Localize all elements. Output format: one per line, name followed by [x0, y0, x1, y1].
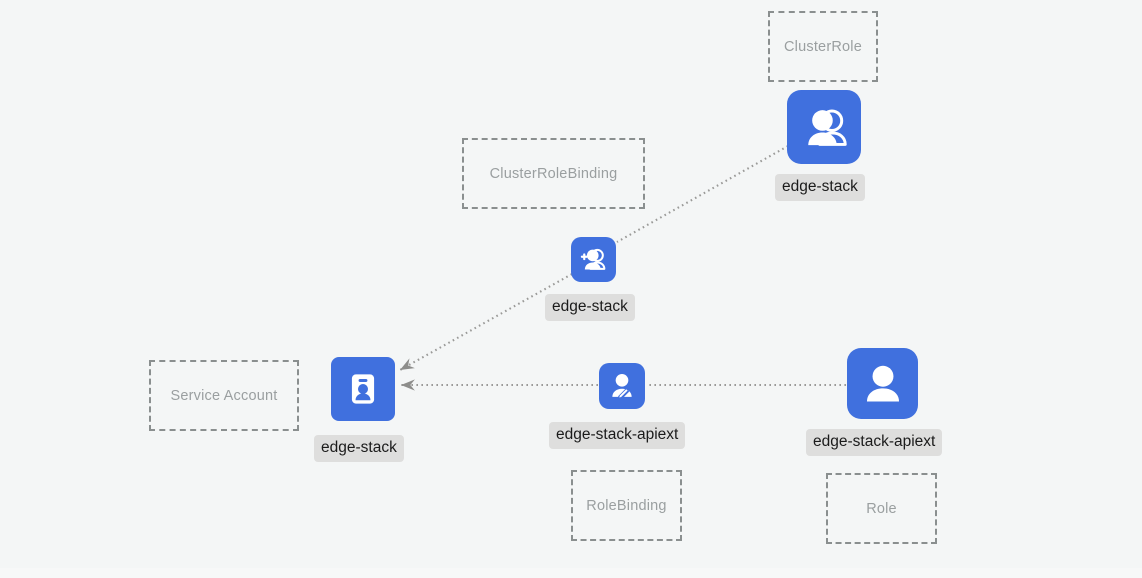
clusterrole-node-label[interactable]: edge-stack — [775, 174, 865, 201]
group-users-icon — [807, 108, 847, 146]
clusterrolebinding-node-label[interactable]: edge-stack — [545, 294, 635, 321]
edge-rolebinding-to-serviceaccount-arrowhead — [401, 379, 415, 391]
clusterrolebinding-box-label: ClusterRoleBinding — [489, 165, 618, 182]
role-node-label[interactable]: edge-stack-apiext — [806, 429, 943, 456]
id-badge-icon — [351, 374, 375, 404]
rolebinding-node-icon[interactable] — [599, 363, 645, 409]
edge-clusterrolebinding-to-serviceaccount — [399, 273, 573, 371]
canvas-bottom-band — [0, 568, 1142, 578]
role-box-label: Role — [866, 500, 897, 517]
role-box: Role — [826, 473, 937, 544]
serviceaccount-box-label: Service Account — [170, 387, 278, 404]
clusterrole-box-label: ClusterRole — [784, 38, 862, 55]
add-user-icon — [580, 248, 605, 270]
rolebinding-node-label[interactable]: edge-stack-apiext — [549, 422, 686, 449]
clusterrolebinding-box: ClusterRoleBinding — [462, 138, 645, 209]
edge-clusterrolebinding-to-serviceaccount-arrowhead — [400, 358, 415, 370]
serviceaccount-box: Service Account — [149, 360, 299, 431]
serviceaccount-node-icon[interactable] — [331, 357, 395, 421]
role-node-icon[interactable] — [847, 348, 918, 419]
rolebinding-box: RoleBinding — [571, 470, 682, 541]
edge-rolebinding-to-serviceaccount — [401, 379, 598, 391]
serviceaccount-node-label[interactable]: edge-stack — [314, 435, 404, 462]
single-user-icon — [866, 365, 899, 401]
rolebinding-box-label: RoleBinding — [586, 497, 667, 514]
clusterrole-box: ClusterRole — [768, 11, 878, 82]
clusterrole-node-icon[interactable] — [787, 90, 861, 164]
clusterrolebinding-node-icon[interactable] — [571, 237, 616, 282]
user-pen-icon — [612, 374, 632, 401]
